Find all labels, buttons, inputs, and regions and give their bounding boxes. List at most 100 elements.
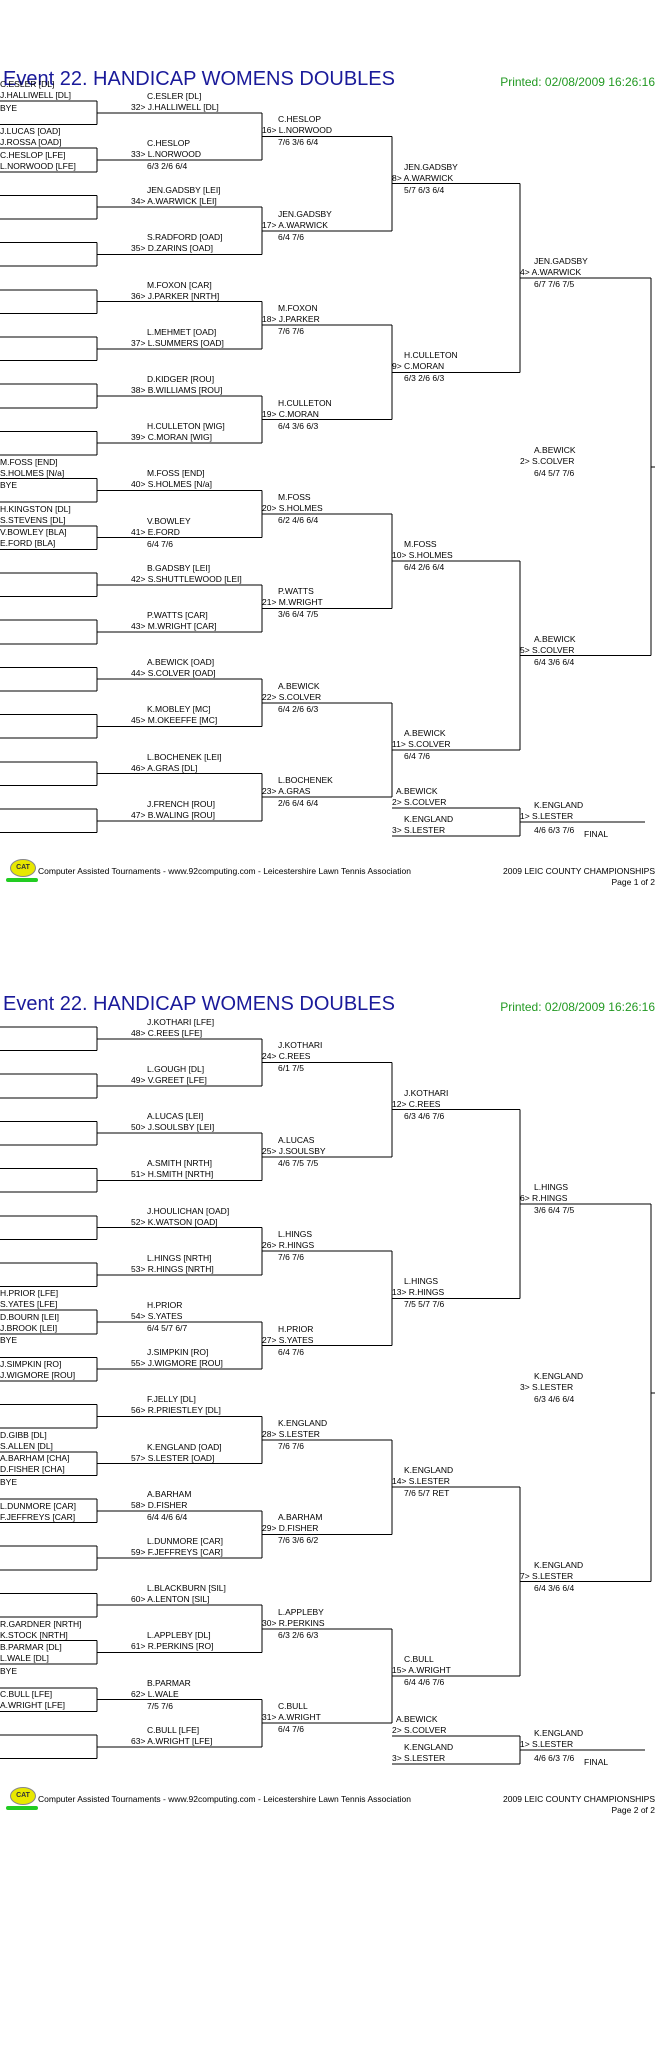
round4-score: 5/7 6/3 6/4 [404, 184, 445, 195]
round2-player-2: 38> B.WILLIAMS [ROU] [131, 385, 223, 395]
page-number: Page 2 of 2 [611, 1805, 655, 1815]
entry-player-1: R.GARDNER [NRTH] [0, 1618, 82, 1629]
round3-score: 6/4 7/6 [278, 1346, 304, 1357]
round2-player-1: F.JELLY [DL] [147, 1394, 196, 1405]
round4-player-2: 8> A.WARWICK [392, 172, 454, 183]
entry-player-1: BYE [0, 1335, 18, 1346]
round2-player-2: 53> R.HINGS [NRTH] [131, 1263, 214, 1274]
round5-score: 3/6 6/4 7/5 [534, 1205, 575, 1215]
round5-score: 6/4 3/6 6/4 [534, 656, 575, 667]
round3-score: 6/4 3/6 6/3 [278, 420, 319, 431]
round2-player-1: A.BEWICK [OAD] [147, 657, 215, 668]
round3-player-1: L.BOCHENEK [278, 775, 333, 786]
round2-player-2: 50> J.SOULSBY [LEI] [131, 1122, 215, 1133]
entry-player-1: J.LUCAS [OAD] [0, 126, 61, 137]
round5-player-2: 7> S.LESTER [520, 1570, 574, 1581]
round2-player-1: K.ENGLAND [OAD] [147, 1441, 222, 1452]
round3-player-1: C.BULL [278, 1701, 308, 1712]
round4-player-1: JEN.GADSBY [404, 161, 458, 172]
round2-player-2: 48> C.REES [LFE] [131, 1027, 203, 1038]
entry-player-2: S.ALLEN [DL] [0, 1440, 53, 1451]
round4-player-1: K.ENGLAND [404, 1465, 454, 1476]
round3-score: 7/6 7/6 [278, 1252, 304, 1263]
round3-score: 7/6 7/6 [278, 1441, 304, 1451]
round2-player-2: 54> S.YATES [131, 1311, 183, 1321]
entry-player-2: S.YATES [LFE] [0, 1299, 58, 1310]
round2-player-1: M.FOSS [END] [147, 468, 205, 479]
round4-player-1: L.HINGS [404, 1276, 439, 1287]
cat-logo-icon: CAT [10, 1787, 36, 1805]
entry-player-2: J.WIGMORE [ROU] [0, 1370, 76, 1380]
round2-player-1: L.GOUGH [DL] [147, 1064, 205, 1074]
round2-player-1: L.BOCHENEK [LEI] [147, 751, 222, 762]
winner-score: 4/6 6/3 7/6 [534, 825, 575, 835]
printed-timestamp: Printed: 02/08/2009 16:26:16 [500, 1000, 655, 1014]
round3-score: 6/2 4/6 6/4 [278, 515, 319, 525]
round2-player-1: C.HESLOP [147, 138, 190, 148]
round2-player-1: J.SIMPKIN [RO] [147, 1347, 209, 1358]
round3-score: 6/4 7/6 [278, 231, 304, 242]
round4-player-1: A.BEWICK [404, 728, 446, 738]
round3-score: 6/4 2/6 6/3 [278, 703, 319, 714]
round2-player-1: L.DUNMORE [CAR] [147, 1536, 224, 1546]
championship-name: 2009 LEIC COUNTY CHAMPIONSHIPS [503, 1794, 655, 1804]
round2-player-1: D.KIDGER [ROU] [147, 374, 215, 384]
bracket-lines [0, 1026, 655, 1765]
final-opponent-1: K.ENGLAND [404, 814, 454, 824]
round3-player-1: A.LUCAS [278, 1134, 315, 1145]
winner-player-2: 1> S.LESTER [520, 1739, 574, 1749]
round2-player-1: S.RADFORD [OAD] [147, 232, 223, 243]
round5-score: 6/4 3/6 6/4 [534, 1582, 575, 1593]
entry-player-1: D.BOURN [LEI] [0, 1311, 60, 1322]
round2-player-1: B.PARMAR [147, 1677, 191, 1688]
round3-player-1: L.APPLEBY [278, 1606, 324, 1617]
round5-player-1: L.HINGS [534, 1182, 569, 1192]
round2-player-2: 41> E.FORD [131, 526, 180, 537]
semi-score: 6/3 4/6 6/4 [534, 1393, 575, 1404]
round3-player-1: L.HINGS [278, 1229, 313, 1240]
entry-player-2: J.BROOK [LEI] [0, 1322, 58, 1333]
round3-score: 2/6 6/4 6/4 [278, 798, 319, 809]
round2-player-2: 45> M.OKEEFFE [MC] [131, 715, 218, 726]
final-player-2: 2> S.COLVER [392, 1725, 447, 1735]
semi-player-2: 2> S.COLVER [520, 455, 575, 466]
round4-player-1: J.KOTHARI [404, 1087, 449, 1098]
round3-player-2: 26> R.HINGS [262, 1240, 315, 1251]
round2-player-2: 40> S.HOLMES [N/a] [131, 479, 213, 490]
round2-player-2: 47> B.WALING [ROU] [131, 809, 215, 820]
round5-score: 6/7 7/6 7/5 [534, 279, 575, 289]
entry-player-1: A.BARHAM [CHA] [0, 1453, 70, 1464]
entry-player-1: H.PRIOR [LFE] [0, 1288, 59, 1299]
round3-score: 6/3 2/6 6/3 [278, 1629, 319, 1640]
round2-player-2: 39> C.MORAN [WIG] [131, 432, 212, 443]
round3-score: 4/6 7/5 7/5 [278, 1157, 319, 1168]
round3-player-2: 19> C.MORAN [262, 408, 319, 419]
round3-score: 7/6 3/6 6/2 [278, 1535, 319, 1546]
winner-player-2: 1> S.LESTER [520, 811, 574, 821]
entry-player-2: S.STEVENS [DL] [0, 514, 66, 525]
round2-player-1: C.BULL [LFE] [147, 1724, 200, 1735]
round2-player-2: 61> R.PERKINS [RO] [131, 1641, 214, 1652]
round3-player-2: 18> J.PARKER [262, 314, 320, 325]
round4-player-1: H.CULLETON [404, 350, 458, 361]
round4-score: 6/4 4/6 7/6 [404, 1677, 445, 1687]
round2-player-2: 42> S.SHUTTLEWOOD [LEI] [131, 573, 242, 584]
event-title: Event 22. HANDICAP WOMENS DOUBLES [3, 993, 395, 1015]
round3-player-1: M.FOXON [278, 303, 318, 314]
round4-score: 6/4 2/6 6/4 [404, 562, 445, 573]
round2-score: 6/4 5/7 6/7 [147, 1323, 188, 1333]
entry-player-1: B.PARMAR [DL] [0, 1642, 62, 1653]
round3-score: 6/1 7/5 [278, 1063, 304, 1074]
page-number: Page 1 of 2 [611, 877, 655, 887]
entry-player-2: L.WALE [DL] [0, 1653, 49, 1664]
draw-sheet-page-1: Event 22. HANDICAP WOMENS DOUBLES Printe… [0, 0, 661, 900]
round3-player-2: 27> S.YATES [262, 1334, 314, 1345]
round3-score: 7/6 7/6 [278, 326, 304, 337]
round3-player-1: M.FOSS [278, 492, 311, 502]
round3-player-1: A.BARHAM [278, 1512, 323, 1523]
entry-player-1: H.KINGSTON [DL] [0, 503, 71, 514]
round2-player-2: 57> S.LESTER [OAD] [131, 1452, 215, 1463]
round3-player-2: 23> A.GRAS [262, 786, 311, 797]
entry-player-2: K.STOCK [NRTH] [0, 1629, 68, 1640]
round2-player-2: 58> D.FISHER [131, 1499, 188, 1510]
